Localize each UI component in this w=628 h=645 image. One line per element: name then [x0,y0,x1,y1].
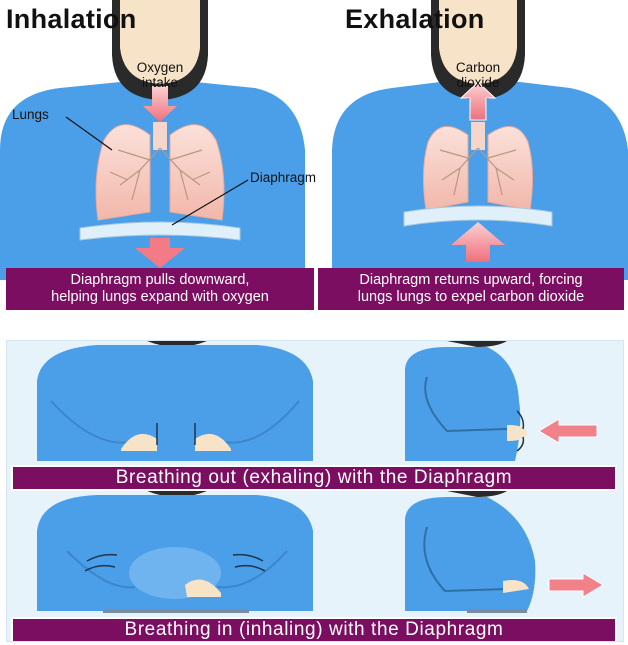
exhaling-side-figure [405,341,597,461]
exhalation-caption-line2: lungs lungs to expel carbon dioxide [318,289,624,306]
inhalation-figure [0,0,305,280]
exhaling-front-figure [37,341,313,461]
exhaling-inward-arrow [539,419,597,443]
exhalation-caption-line1: Diaphragm returns upward, forcing [318,272,624,289]
belly-breathing-illustration [7,341,624,642]
right-lung-right [488,126,533,210]
diaphragm-label: Diaphragm [250,170,316,185]
left-lung-right [170,125,224,220]
left-lung-left [96,125,150,220]
inhaling-caption: Breathing in (inhaling) with the Diaphra… [11,617,617,642]
inhaling-outward-arrow [549,573,603,597]
exhalation-figure [332,0,628,280]
inhaling-front-figure [37,491,313,613]
inhaling-side-figure [405,491,603,613]
inhalation-caption-line2: helping lungs expand with oxygen [6,289,314,306]
exhalation-caption: Diaphragm returns upward, forcing lungs … [318,268,624,310]
right-lung-left [423,126,468,210]
belly-breathing-panel: Breathing out (exhaling) with the Diaphr… [6,340,624,642]
inhalation-heading: Inhalation [6,4,137,35]
lungs-diaphragm-panel: Inhalation Exhalation Oxygen intake Carb… [0,0,628,315]
left-trachea [153,122,167,150]
carbon-dioxide-label: Carbon dioxide [437,60,519,90]
oxygen-intake-label: Oxygen intake [118,60,202,90]
inhalation-caption: Diaphragm pulls downward, helping lungs … [6,268,314,310]
exhalation-heading: Exhalation [345,4,485,35]
lungs-label: Lungs [12,107,49,122]
right-trachea [471,122,485,150]
inhalation-caption-line1: Diaphragm pulls downward, [6,272,314,289]
exhaling-caption: Breathing out (exhaling) with the Diaphr… [11,465,617,491]
